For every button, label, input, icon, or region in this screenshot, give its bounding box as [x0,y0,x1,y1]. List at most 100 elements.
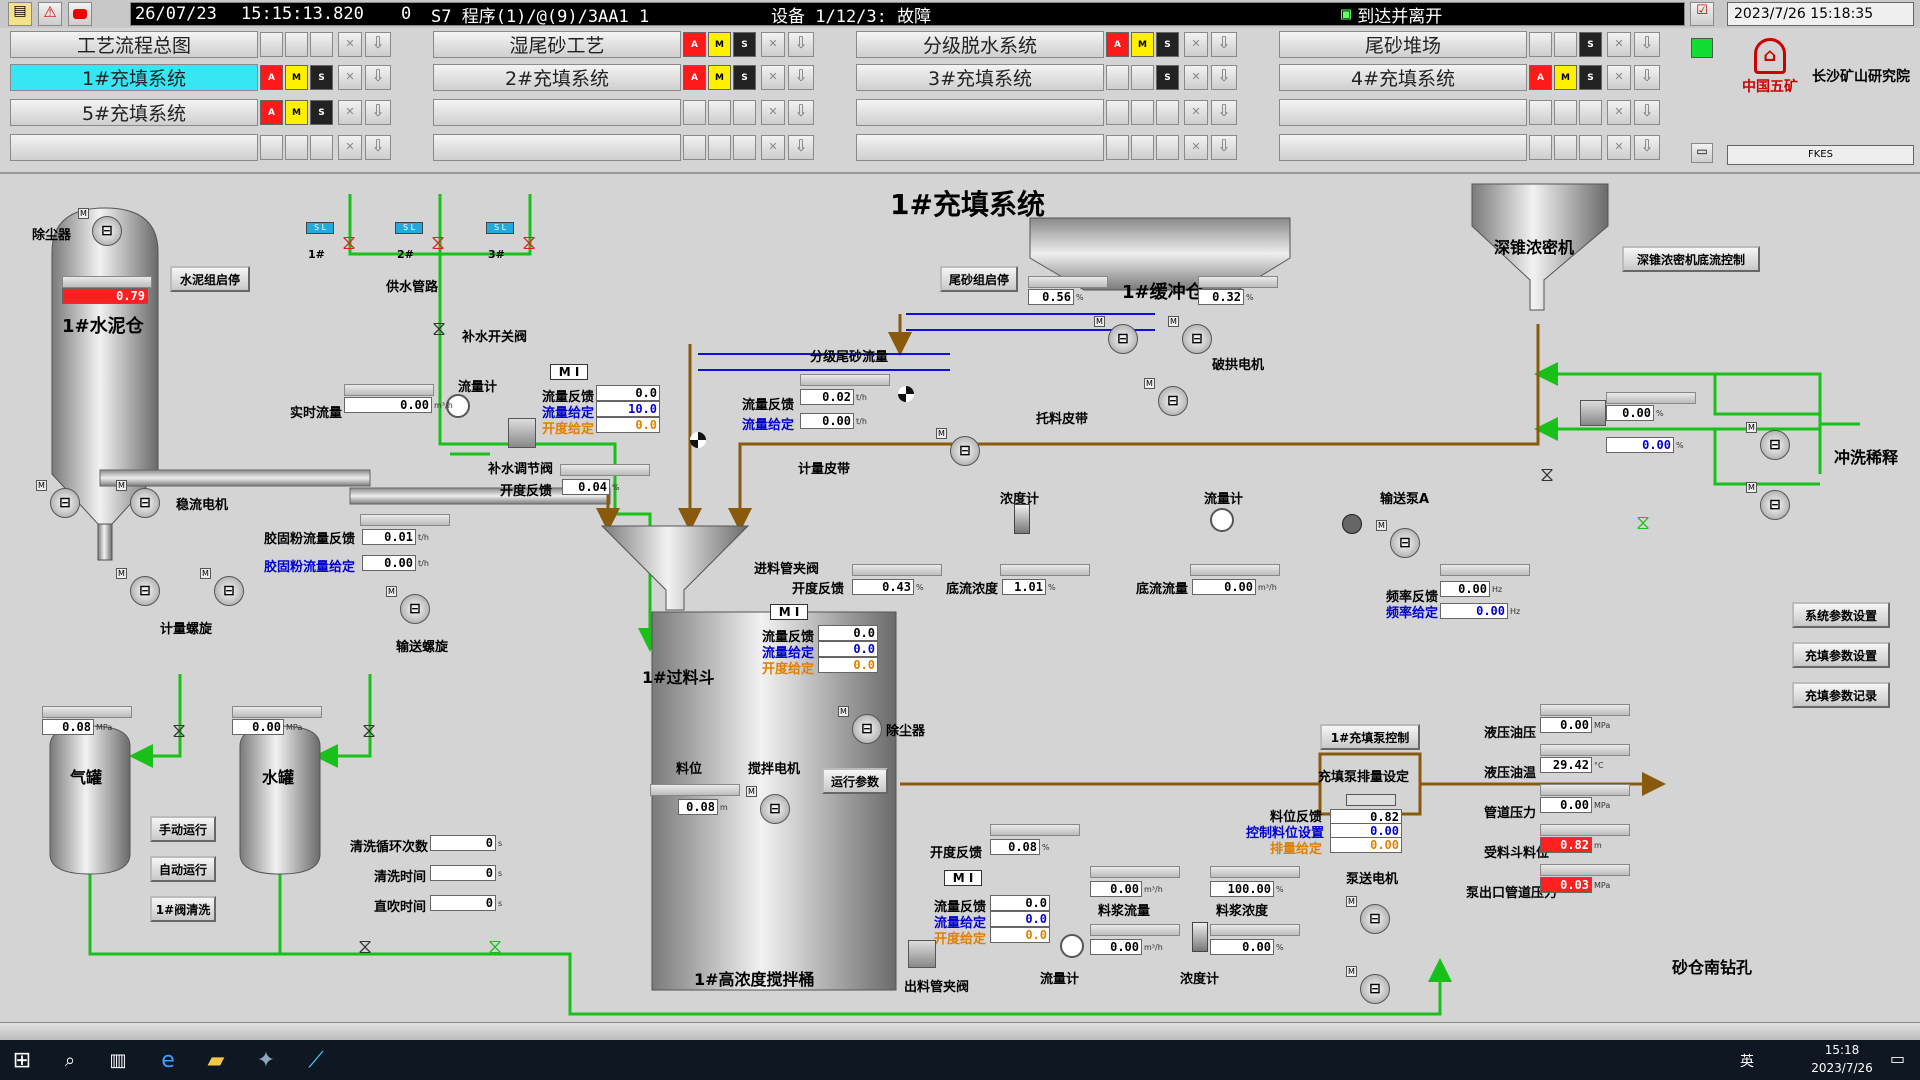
arrow-down-icon[interactable]: ⇩ [365,65,391,90]
search-icon[interactable]: ⌕ [64,1049,76,1071]
arrow-down-icon[interactable]: ⇩ [1211,65,1237,90]
motor-icon[interactable]: ⊟ [1760,430,1790,460]
faceplate-strip[interactable] [560,464,650,476]
faceplate-strip[interactable] [42,706,132,718]
faceplate-strip[interactable] [344,384,434,396]
tray-lang[interactable]: 英 [1740,1054,1754,1070]
feed-belt-motor[interactable]: ⊟ [1158,386,1188,416]
faceplate-strip[interactable] [1606,392,1696,404]
nav-button[interactable]: 5#充填系统 [10,99,258,126]
close-icon[interactable]: ✕ [1607,100,1631,125]
close-icon[interactable]: ✕ [1607,65,1631,90]
faceplate-strip[interactable] [1540,704,1630,716]
faceplate-strip[interactable] [360,514,450,526]
motor-icon[interactable]: ⊟ [400,594,430,624]
motor-icon[interactable]: ⊟ [1760,490,1790,520]
nav-button[interactable]: 工艺流程总图 [10,31,258,58]
faceplate-strip[interactable] [1540,744,1630,756]
arrow-down-icon[interactable]: ⇩ [1211,32,1237,57]
control-button[interactable]: 1#充填泵控制 [1320,724,1420,750]
nav-button-empty[interactable] [1279,134,1527,161]
nav-button-empty[interactable] [856,99,1104,126]
faceplate-strip[interactable] [650,784,740,796]
close-icon[interactable]: ✕ [338,100,362,125]
close-icon[interactable]: ✕ [1607,135,1631,160]
control-button[interactable]: 深锥浓密机底流控制 [1622,246,1760,272]
motor-icon[interactable]: ⊟ [50,488,80,518]
faceplate-strip[interactable] [800,374,890,386]
green-valve-icon[interactable]: ⧖ [1635,510,1651,534]
arrow-down-icon[interactable]: ⇩ [1211,135,1237,160]
arrow-down-icon[interactable]: ⇩ [1211,100,1237,125]
arrow-down-icon[interactable]: ⇩ [1634,65,1660,90]
valve-icon[interactable]: ⧖ [171,718,187,742]
control-button[interactable]: 运行参数 [822,768,888,794]
green-valve-icon[interactable]: ⧖ [487,934,503,958]
arrow-down-icon[interactable]: ⇩ [788,32,814,57]
faceplate-strip[interactable] [1210,924,1300,936]
folder-icon[interactable]: ▰ [207,1047,225,1073]
faceplate-strip[interactable] [1210,866,1300,878]
nav-button[interactable]: 1#充填系统 [10,64,258,91]
faceplate-strip[interactable] [1090,924,1180,936]
outlet-pinch-valve-icon[interactable] [908,940,936,968]
nav-button-empty[interactable] [433,134,681,161]
wincc-icon[interactable]: ✦ [256,1047,276,1073]
dust-collector-motor[interactable]: ⊟ [852,714,882,744]
nav-button[interactable]: 4#充填系统 [1279,64,1527,91]
close-icon[interactable]: ✕ [1184,100,1208,125]
faceplate-strip[interactable] [1540,824,1630,836]
close-icon[interactable]: ✕ [1607,32,1631,57]
nav-button-empty[interactable] [10,134,258,161]
edge-icon[interactable]: e [161,1047,175,1073]
calendar-check-icon[interactable]: ☑ [1690,2,1714,26]
nav-button[interactable]: 尾砂堆场 [1279,31,1527,58]
nav-button[interactable]: 3#充填系统 [856,64,1104,91]
close-icon[interactable]: ✕ [338,135,362,160]
close-icon[interactable]: ✕ [1184,135,1208,160]
arrow-down-icon[interactable]: ⇩ [365,32,391,57]
arrow-down-icon[interactable]: ⇩ [788,135,814,160]
faceplate-strip[interactable] [232,706,322,718]
nav-button[interactable]: 分级脱水系统 [856,31,1104,58]
control-button[interactable]: 手动运行 [150,816,216,842]
start-icon[interactable]: ⊞ [12,1047,32,1073]
valve-icon[interactable]: ⧖ [357,934,373,958]
stop-icon[interactable] [68,2,92,26]
meter-belt-motor[interactable]: ⊟ [950,436,980,466]
nav-button[interactable]: 湿尾砂工艺 [433,31,681,58]
nav-button-empty[interactable] [856,134,1104,161]
makeup-valve-icon[interactable]: ⧖ [431,316,447,340]
control-button[interactable]: 自动运行 [150,856,216,882]
control-button[interactable]: 1#阀清洗 [150,896,216,922]
control-button[interactable]: 系统参数设置 [1792,602,1890,628]
dust-collector-motor[interactable]: ⊟ [92,216,122,246]
faceplate-strip[interactable] [62,276,152,288]
notes-icon[interactable]: ▤ [8,2,32,26]
close-icon[interactable]: ✕ [338,65,362,90]
close-icon[interactable]: ✕ [338,32,362,57]
nav-button-empty[interactable] [1279,99,1527,126]
control-button[interactable]: 充填参数设置 [1792,642,1890,668]
faceplate-strip[interactable] [1190,564,1280,576]
pump-a-motor[interactable]: ⊟ [1390,528,1420,558]
flush-valve-icon[interactable] [1580,400,1606,426]
faceplate-strip[interactable] [1028,276,1108,288]
arrow-down-icon[interactable]: ⇩ [1634,135,1660,160]
close-icon[interactable]: ✕ [761,65,785,90]
faceplate-strip[interactable] [1090,866,1180,878]
arrow-down-icon[interactable]: ⇩ [365,100,391,125]
faceplate-strip[interactable] [1540,864,1630,876]
motor-icon[interactable]: ⊟ [130,488,160,518]
arrow-down-icon[interactable]: ⇩ [788,65,814,90]
faceplate-strip[interactable] [1440,564,1530,576]
close-icon[interactable]: ✕ [1184,32,1208,57]
motor-icon[interactable]: ⊟ [1182,324,1212,354]
motor-icon[interactable]: ⊟ [214,576,244,606]
nav-button-empty[interactable] [433,99,681,126]
arrow-down-icon[interactable]: ⇩ [365,135,391,160]
motor-icon[interactable]: ⊟ [1108,324,1138,354]
arrow-down-icon[interactable]: ⇩ [1634,100,1660,125]
red-valve-icon[interactable]: ⧖ [341,230,357,254]
control-button[interactable]: 充填参数记录 [1792,682,1890,708]
